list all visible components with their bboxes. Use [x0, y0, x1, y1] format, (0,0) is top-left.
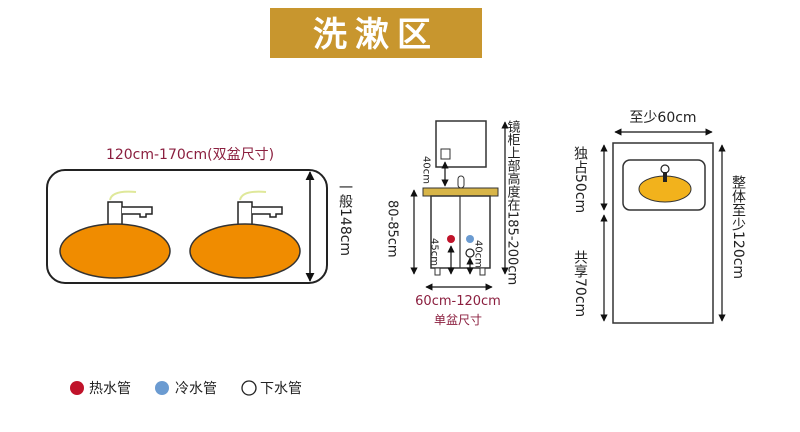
drain-pipe-height-label: 40cm: [473, 240, 484, 268]
space-plan-diagram: 至少60cm 独占50cm 共享70cm 整体至少120cm: [572, 110, 746, 324]
double-basin-width-label: 120cm-170cm(双盆尺寸): [106, 147, 274, 163]
faucet-icon: [237, 190, 283, 229]
double-basin-diagram: 120cm-170cm(双盆尺寸) 一般148cm: [46, 147, 353, 284]
single-basin-caption: 单盆尺寸: [434, 313, 482, 327]
faucet-icon: [457, 175, 465, 189]
vanity-height-label: 80-85cm: [385, 200, 400, 258]
basin-left: [59, 223, 171, 279]
hot-pipe-icon: [447, 235, 455, 243]
single-basin-width-label: 60cm-120cm: [415, 294, 501, 309]
space-width-label: 至少60cm: [629, 110, 696, 126]
double-basin-depth-label: 一般148cm: [337, 180, 353, 256]
hot-pipe-height-label: 45cm: [429, 238, 440, 266]
mirror-height-label: 镜柜上部高度在185-200cm: [505, 120, 521, 285]
basin-right: [189, 223, 301, 279]
cold-pipe-icon: [466, 235, 474, 243]
faucet-gap-label: 40cm: [421, 156, 432, 184]
hot-water-dot-icon: [70, 381, 84, 395]
title-banner: [270, 8, 482, 58]
cold-water-dot-icon: [155, 381, 169, 395]
vanity-counter: [422, 187, 499, 197]
legend-cold: 冷水管: [175, 381, 217, 397]
faucet-icon: [660, 164, 670, 174]
drain-circle-icon: [241, 380, 257, 396]
legend-hot: 热水管: [89, 381, 131, 397]
socket-icon: [440, 148, 451, 160]
page-title: 洗漱区: [313, 15, 439, 55]
legend: 热水管 冷水管 下水管: [70, 380, 302, 397]
total-length-label: 整体至少120cm: [730, 175, 746, 279]
drain-pipe-icon: [465, 248, 475, 258]
exclusive-area-label: 独占50cm: [572, 146, 588, 213]
mirror-cabinet: [435, 120, 487, 168]
single-basin-diagram: 40cm 45cm 40cm 80-85cm 镜柜上部高度在185-200cm …: [385, 120, 521, 327]
legend-drain: 下水管: [260, 381, 302, 397]
shared-area-label: 共享70cm: [572, 250, 588, 317]
